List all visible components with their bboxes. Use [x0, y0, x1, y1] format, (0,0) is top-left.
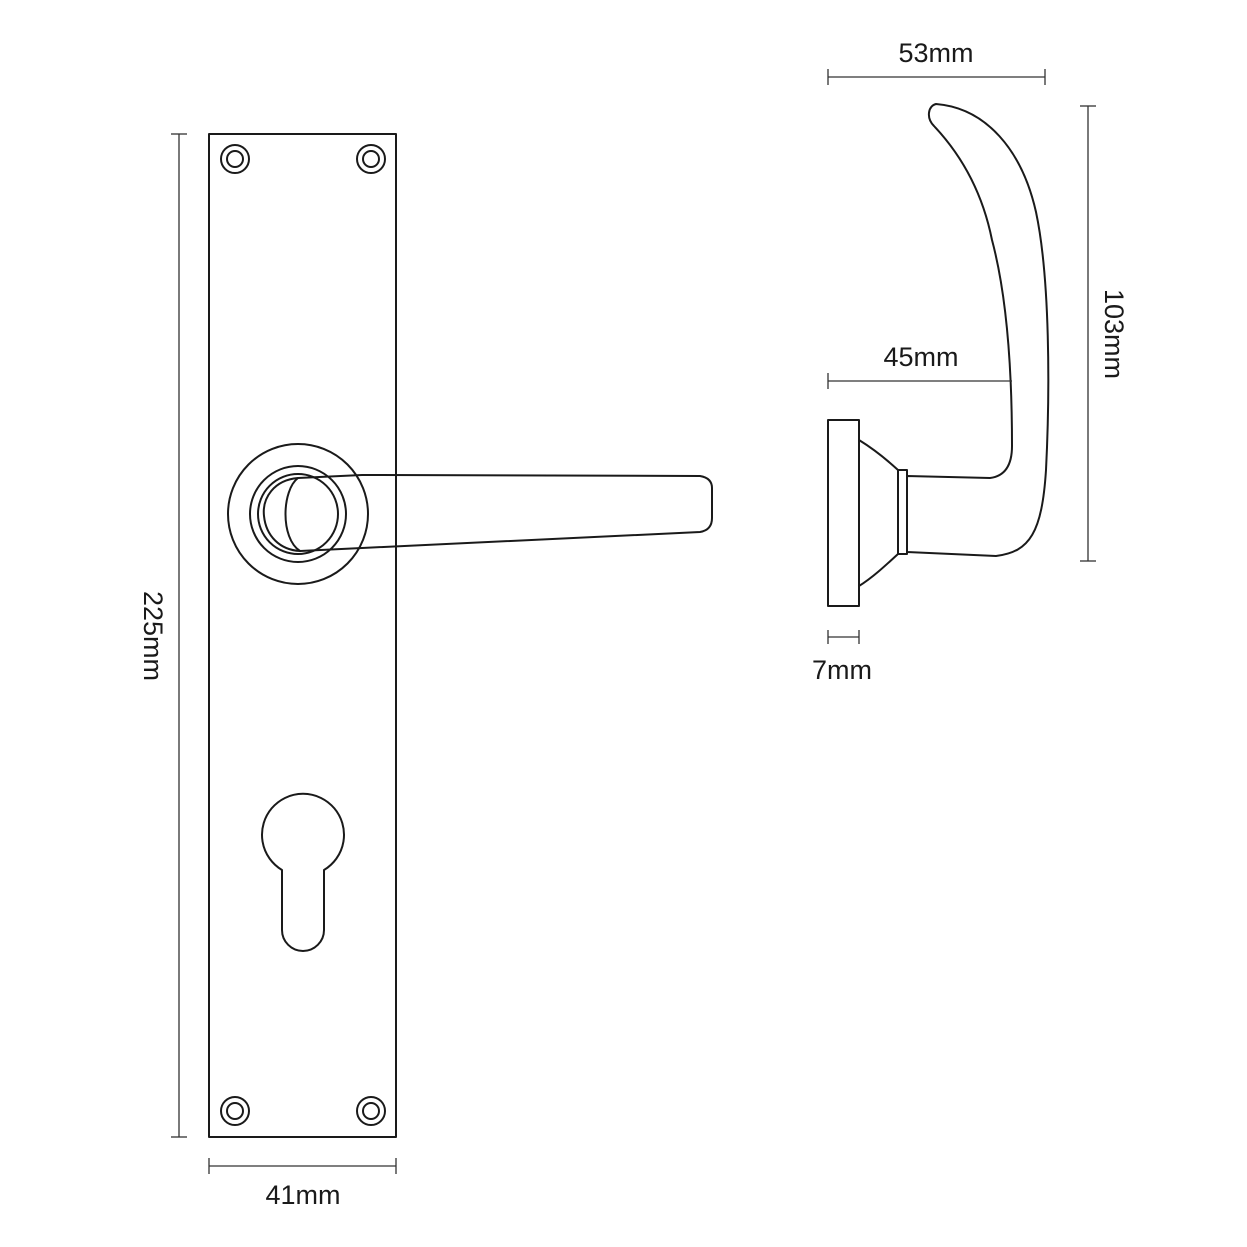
label-rose-thickness: 7mm	[812, 655, 872, 685]
label-plate-height: 225mm	[138, 591, 168, 681]
dim-plate-height	[171, 133, 187, 1138]
side-view	[827, 103, 1050, 607]
dim-lever-height	[1080, 105, 1096, 562]
dim-rose-thickness	[827, 630, 860, 644]
euro-cylinder-keyhole	[261, 792, 345, 952]
lever-rose	[227, 443, 369, 585]
screw-bottom-left	[220, 1096, 250, 1126]
screw-top-right	[356, 144, 386, 174]
lever-side-profile	[906, 103, 1050, 557]
screw-top-left	[220, 144, 250, 174]
label-lever-depth: 53mm	[898, 38, 973, 68]
side-rose-plate	[827, 419, 860, 607]
front-view	[208, 133, 713, 1138]
label-lever-height: 103mm	[1099, 289, 1129, 379]
side-spindle-collar	[897, 469, 908, 555]
dim-plate-width	[208, 1158, 397, 1174]
label-lever-projection: 45mm	[883, 342, 958, 372]
side-rose-neck	[858, 439, 899, 587]
screw-bottom-right	[356, 1096, 386, 1126]
backplate	[208, 133, 397, 1138]
lever-front-inner	[284, 477, 301, 552]
dim-lever-depth	[827, 69, 1046, 85]
label-plate-width: 41mm	[265, 1180, 340, 1210]
lever-front	[262, 474, 713, 552]
dim-lever-projection	[827, 373, 1012, 389]
